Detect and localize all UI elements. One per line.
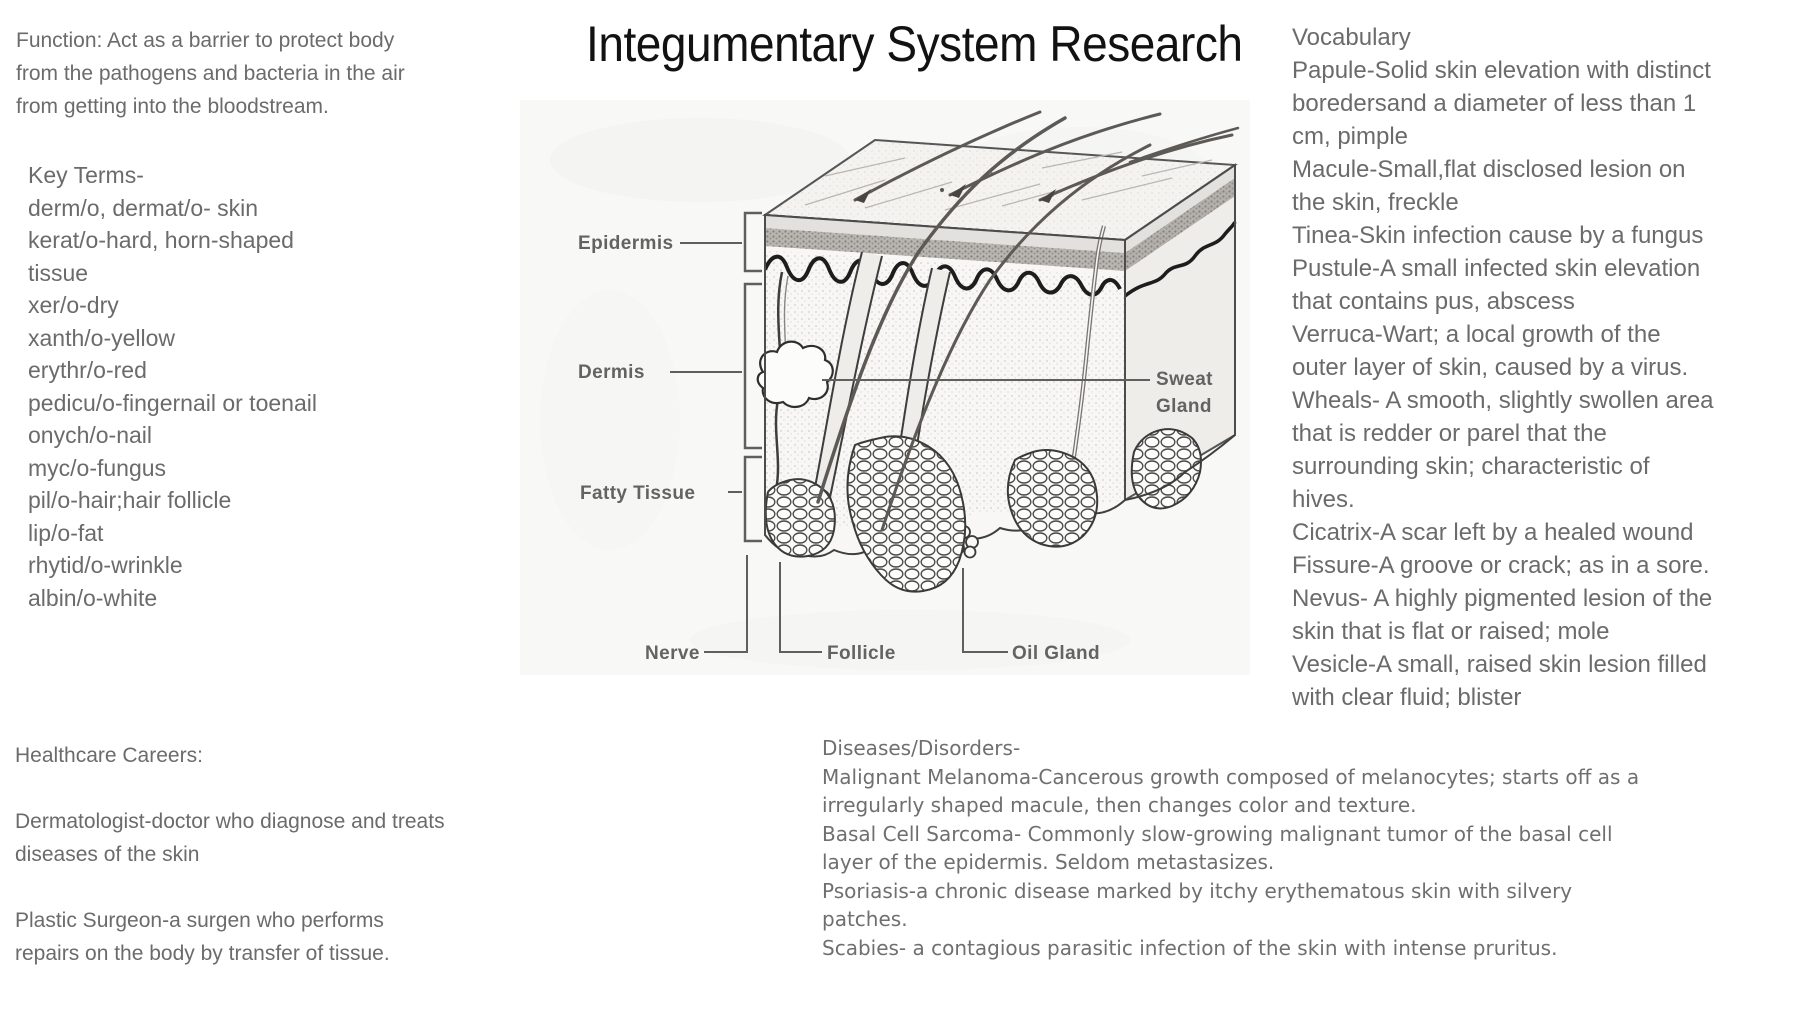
text-line: Key Terms- (28, 162, 144, 188)
text-line: Vesicle-A small, raised skin lesion fill… (1292, 651, 1707, 678)
dermis-label: Dermis (578, 362, 645, 383)
healthcare-careers-text: Healthcare Careers: Dermatologist-doctor… (15, 739, 445, 970)
text-line: boredersand a diameter of less than 1 (1292, 90, 1697, 117)
text-line (15, 772, 445, 805)
text-line: Plastic Surgeon-a surgen who performs (15, 909, 384, 932)
text-line: patches. (822, 907, 908, 931)
text-line: Psoriasis-a chronic disease marked by it… (822, 878, 1573, 903)
text-line: with clear fluid; blister (1292, 684, 1522, 711)
text-line: surrounding skin; characteristic of (1292, 453, 1650, 480)
text-line: pedicu/o-fingernail or toenail (28, 389, 317, 416)
dermal-junction-line (765, 254, 1122, 297)
text-line: myc/o-fungus (28, 454, 167, 481)
text-line: Papule-Solid skin elevation with distinc… (1292, 57, 1711, 84)
text-line: erythr/o-red (28, 357, 147, 383)
text-line: xer/o-dry (28, 292, 119, 318)
skin-block (756, 138, 1238, 593)
text-line: from getting into the bloodstream. (16, 95, 329, 118)
epidermis-label: Epidermis (578, 233, 673, 254)
text-line: Diseases/Disorders- (822, 736, 1021, 760)
text-line: irregularly shaped macule, then changes … (822, 793, 1417, 817)
hair-entry-arrows (855, 184, 1056, 203)
function-text: Function: Act as a barrier to protect bo… (16, 24, 405, 123)
text-line: skin that is flat or raised; mole (1292, 618, 1610, 645)
text-line: Function: Act as a barrier to protect bo… (16, 29, 395, 52)
sweat-gland-label-line1: Sweat (1156, 369, 1213, 390)
text-line: that is redder or parel that the (1292, 420, 1607, 447)
text-line: Pustule-A small infected skin elevation (1292, 255, 1701, 282)
key-terms-list: Key Terms-derm/o, dermat/o- skin kerat/o-… (28, 159, 317, 614)
sweat-gland-label-line2: Gland (1156, 396, 1212, 417)
text-line: Nevus- A highly pigmented lesion of the (1292, 585, 1713, 612)
text-line: hives. (1292, 486, 1355, 513)
hair-shafts (816, 110, 1240, 532)
text-line: Vocabulary (1292, 24, 1411, 51)
text-line: Dermatologist-doctor who diagnose and tr… (15, 810, 445, 833)
text-line: rhytid/o-wrinkle (28, 552, 183, 578)
follicle-label: Follicle (827, 643, 896, 664)
nerve-label: Nerve (645, 643, 700, 664)
text-line: pil/o-hair;hair follicle (28, 487, 232, 513)
text-line: from the pathogens and bacteria in the a… (16, 62, 405, 85)
text-line: Fissure-A groove or crack; as in a sore. (1292, 552, 1710, 579)
text-line: Tinea-Skin infection cause by a fungus (1292, 222, 1704, 249)
text-line: Cicatrix-A scar left by a healed wound (1292, 519, 1694, 546)
text-line: onych/o-nail (28, 422, 153, 448)
sweat-gland-shape (756, 340, 834, 408)
skin-diagram-svg: Epidermis Dermis Fatty Tissue Sweat Glan… (520, 100, 1250, 675)
text-line: Verruca-Wart; a local growth of the (1292, 321, 1661, 348)
text-line (15, 871, 445, 904)
text-line: Scabies- a contagious parasitic infectio… (822, 935, 1558, 960)
text-line: tissue (28, 259, 89, 286)
text-line: the skin, freckle (1292, 189, 1459, 216)
layer-brackets (743, 211, 762, 543)
text-line: outer layer of skin, caused by a virus. (1292, 354, 1689, 381)
text-line: Basal Cell Sarcoma- Commonly slow-growin… (822, 821, 1613, 846)
text-line: xanth/o-yellow (28, 324, 176, 351)
text-line: diseases of the skin (15, 843, 200, 866)
text-line: layer of the epidermis. Seldom metastasi… (822, 850, 1275, 874)
page-title: Integumentary System Research (586, 16, 1243, 72)
text-line: that contains pus, abscess (1292, 288, 1575, 315)
text-line: lip/o-fat (28, 519, 104, 546)
skin-cross-section-diagram: Epidermis Dermis Fatty Tissue Sweat Glan… (520, 100, 1250, 675)
oil-gland-label: Oil Gland (1012, 643, 1100, 664)
fatty-tissue-label: Fatty Tissue (580, 483, 695, 504)
skin-surface-lines (804, 151, 1213, 211)
text-line: cm, pimple (1292, 123, 1409, 150)
text-line: repairs on the body by transfer of tissu… (15, 942, 390, 965)
diseases-disorders-text: Diseases/Disorders- Malignant Melanoma-Ca… (822, 734, 1639, 962)
label-leaders (670, 242, 1150, 653)
text-line: derm/o, dermat/o- skin (28, 194, 259, 221)
text-line: kerat/o-hard, horn-shaped (28, 227, 294, 253)
text-line: Healthcare Careers: (15, 744, 203, 767)
text-line: albin/o-white (28, 584, 158, 611)
text-line: Wheals- A smooth, slightly swollen area (1292, 387, 1714, 414)
text-line: Malignant Melanoma-Cancerous growth comp… (822, 764, 1640, 789)
text-line: Macule-Small,flat disclosed lesion on (1292, 156, 1686, 183)
